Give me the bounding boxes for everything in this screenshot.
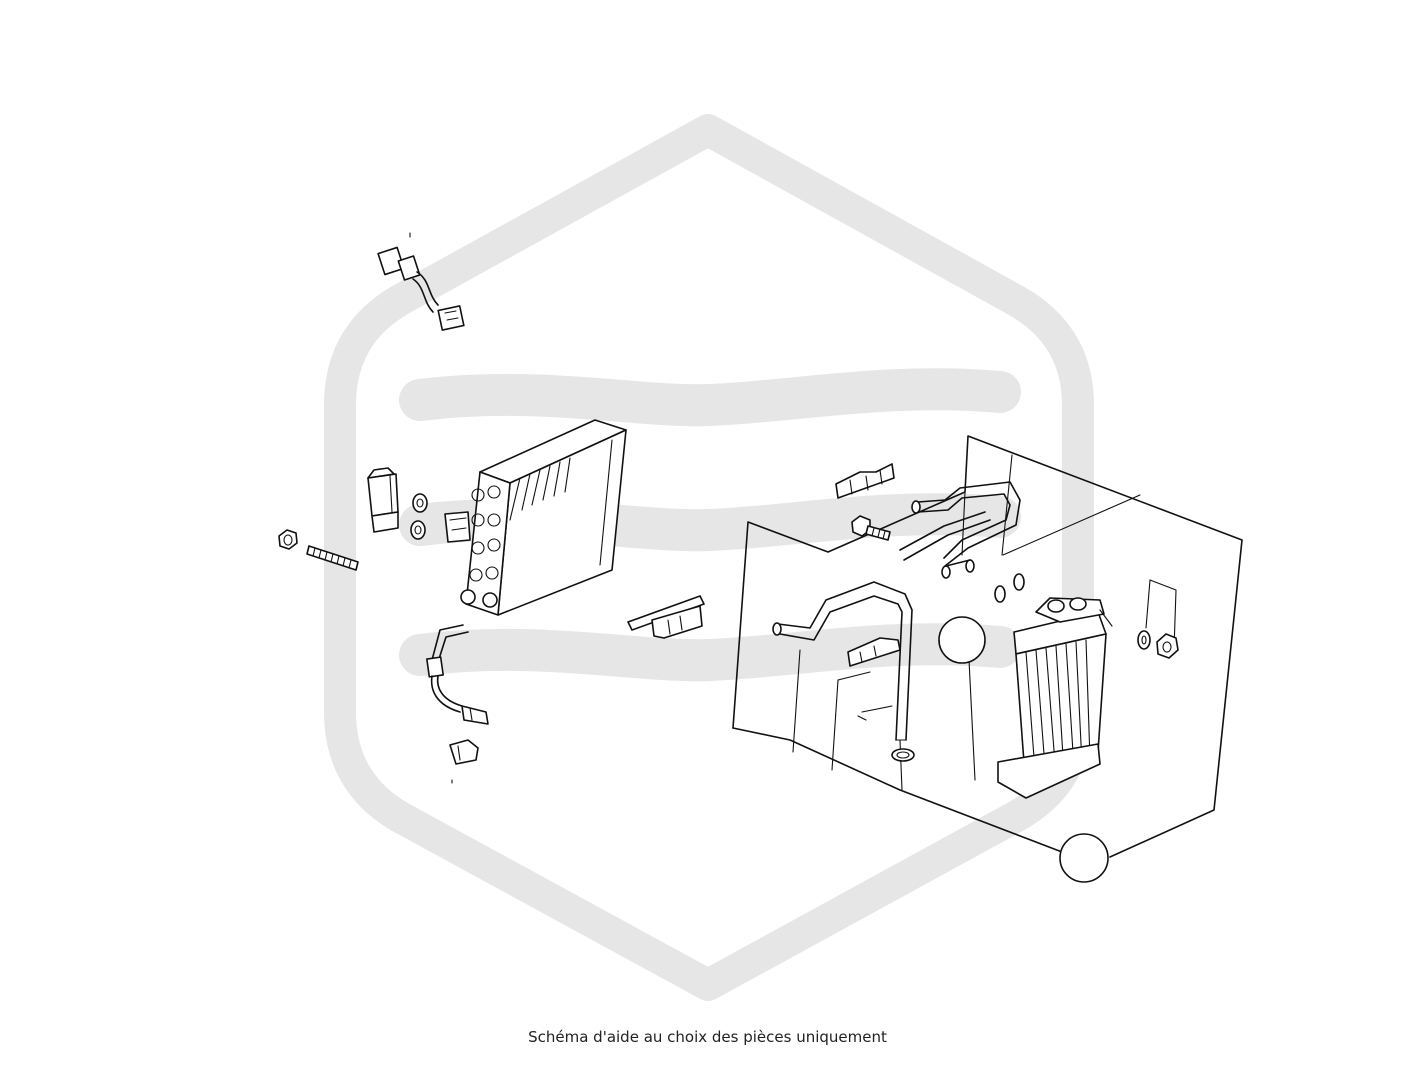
callout-circle-1 [938,616,986,664]
bracket-middle [627,595,705,639]
wiring-sensor [426,624,489,725]
heater-core [997,597,1113,799]
heater-housing [732,435,1243,858]
clip-small [449,739,479,784]
diagram-caption: Schéma d'aide au choix des pièces unique… [528,1028,887,1046]
washer-right [1137,630,1151,650]
expansion-valve [367,467,399,533]
callout-circle-2 [1059,833,1109,883]
stud-bolt [306,545,359,571]
seal-ring [891,748,915,762]
hose-pipe [772,581,913,741]
bolt [851,515,891,541]
nut-left [278,529,298,550]
watermark-logo [324,114,1094,1001]
o-rings [410,493,428,540]
evaporator-core [444,419,627,616]
pipe-assembly [899,481,1021,579]
wiring-connector-top [377,232,465,331]
housing-grommets [994,573,1025,603]
mount-bracket [835,463,901,721]
nut-right [1156,633,1179,659]
